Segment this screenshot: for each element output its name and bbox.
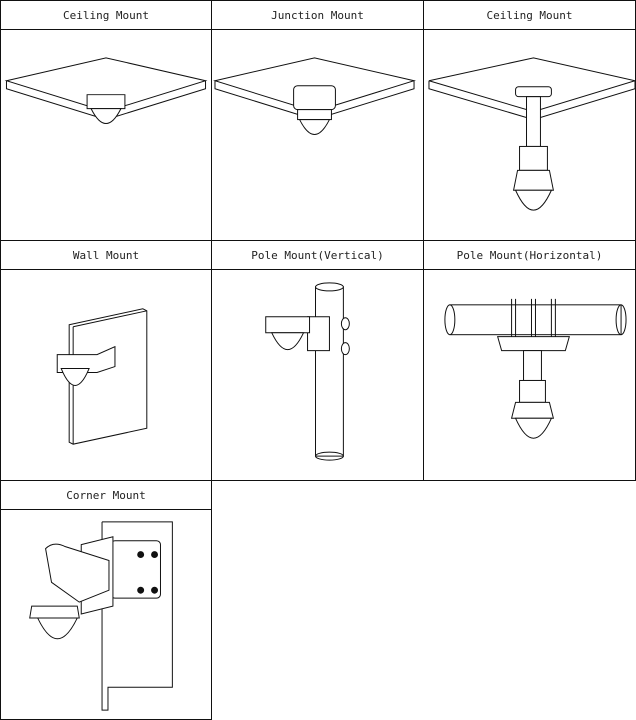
mount-cell-junction: Junction Mount (211, 0, 424, 241)
mount-label: Pole Mount(Vertical) (212, 241, 423, 270)
mount-label: Pole Mount(Horizontal) (424, 241, 635, 270)
mount-cell-pole-vertical: Pole Mount(Vertical) (211, 240, 424, 481)
corner-mount-illustration (1, 509, 211, 719)
mount-cell-ceiling-pendant: Ceiling Mount (423, 0, 636, 241)
mount-cell-ceiling: Ceiling Mount (0, 0, 212, 241)
mount-label: Ceiling Mount (424, 1, 635, 30)
pole-vertical-mount-illustration (212, 269, 423, 480)
mount-label: Junction Mount (212, 1, 423, 30)
mount-cell-corner: Corner Mount (0, 480, 212, 720)
ceiling-pendant-mount-illustration (424, 29, 635, 240)
mount-label: Ceiling Mount (1, 1, 211, 30)
junction-mount-illustration (212, 29, 423, 240)
pole-horizontal-mount-illustration (424, 269, 635, 480)
mount-label: Corner Mount (1, 481, 211, 510)
mount-cell-wall: Wall Mount (0, 240, 212, 481)
mount-label: Wall Mount (1, 241, 211, 270)
wall-mount-illustration (1, 269, 211, 480)
mount-cell-pole-horizontal: Pole Mount(Horizontal) (423, 240, 636, 481)
ceiling-mount-illustration (1, 29, 211, 240)
